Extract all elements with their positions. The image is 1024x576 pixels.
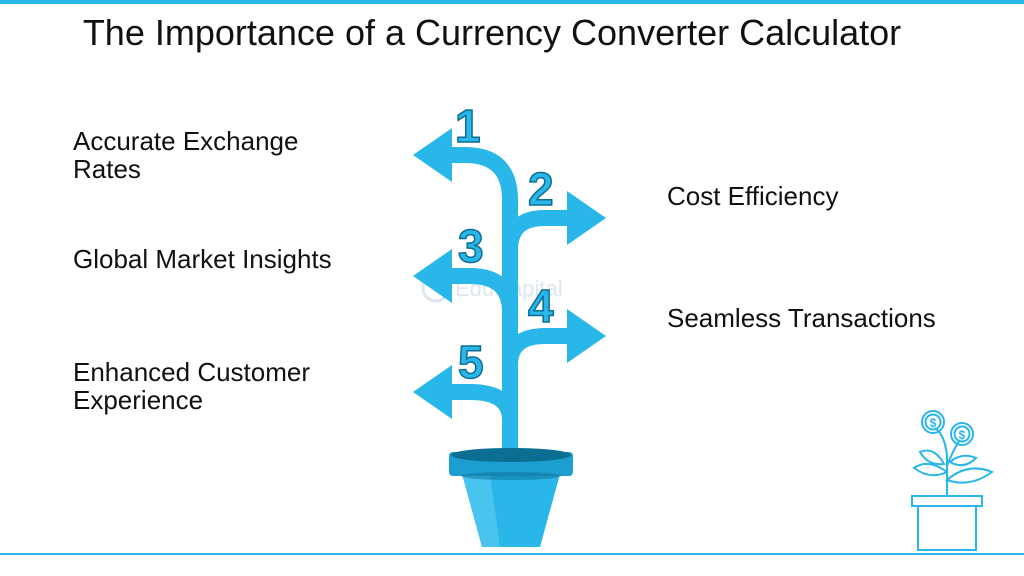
arrow-right-icon bbox=[567, 191, 606, 245]
branch-3 bbox=[450, 268, 518, 313]
arrow-left-icon bbox=[413, 128, 452, 182]
dollar-sign-icon: $ bbox=[959, 428, 966, 442]
branch-4 bbox=[502, 328, 570, 366]
corner-pot-rim bbox=[911, 495, 983, 507]
arrow-left-icon bbox=[413, 249, 452, 303]
number-4: 4 bbox=[528, 280, 554, 332]
branch-2 bbox=[502, 210, 570, 251]
top-accent-bar bbox=[0, 0, 1024, 4]
corner-pot-body bbox=[917, 506, 977, 551]
label-item-1: Accurate Exchange Rates bbox=[73, 126, 299, 184]
page-title: The Importance of a Currency Converter C… bbox=[82, 12, 902, 53]
money-plant-icon: $ $ bbox=[911, 410, 995, 551]
coin-icon bbox=[950, 422, 974, 446]
label-item-2: Cost Efficiency bbox=[667, 181, 839, 211]
number-5: 5 bbox=[458, 336, 484, 388]
bottom-divider bbox=[0, 553, 1024, 555]
branch-5 bbox=[450, 384, 518, 421]
dollar-sign-icon: $ bbox=[930, 416, 937, 430]
coin-icon bbox=[921, 410, 945, 434]
branch-1 bbox=[450, 147, 518, 450]
label-item-3: Global Market Insights bbox=[73, 244, 332, 274]
number-1: 1 bbox=[455, 100, 481, 152]
arrow-right-icon bbox=[567, 309, 606, 363]
number-3: 3 bbox=[458, 220, 484, 272]
plant-pot-icon bbox=[449, 448, 573, 547]
number-2: 2 bbox=[528, 163, 554, 215]
label-item-5: Enhanced Customer Experience bbox=[73, 357, 311, 415]
arrow-left-icon bbox=[413, 365, 452, 419]
label-item-4: Seamless Transactions bbox=[667, 303, 936, 333]
